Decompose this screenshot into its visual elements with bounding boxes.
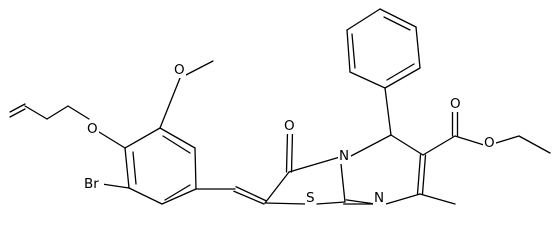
pyrimidine-bond-1	[385, 193, 421, 205]
allyl-bond	[24, 105, 48, 120]
imine-nitrogen-text: N	[374, 190, 384, 206]
imine-double-bond-b	[345, 199, 376, 205]
phenyl-attach-bond	[384, 87, 392, 136]
bromine-bond	[101, 183, 130, 189]
ester-oxygen-label: O	[483, 135, 496, 151]
allyl-ch2-bond	[46, 105, 69, 120]
ring-nitrogen-label: N	[338, 148, 351, 164]
ether-ring-bond	[98, 131, 126, 149]
methoxy-oxygen-text: O	[174, 62, 185, 78]
ester-carbonyl-oxygen-text: O	[450, 96, 461, 112]
allyl-terminal-bond-b	[9, 108, 26, 118]
thiazole-bond-2	[288, 156, 341, 173]
pyrimidine-double-bond-b	[416, 154, 422, 195]
ethyl-bond-2	[518, 135, 551, 154]
pyrimidine-bond-2	[390, 134, 424, 156]
allyl-terminal-bond-a	[9, 103, 26, 113]
ring-a-inner-3	[164, 184, 191, 201]
thiazole-bond-1	[264, 171, 290, 204]
phenyl-bond-5	[415, 26, 421, 69]
ring-a-bond-5	[128, 187, 163, 205]
bromine-label: Br	[83, 176, 104, 192]
thiazole-bond-5	[316, 201, 346, 205]
phenyl-bond-4	[379, 8, 417, 28]
ester-oxygen-text: O	[484, 135, 495, 151]
ester-carbonyl-oxygen-label: O	[449, 96, 462, 112]
pyrimidine-double-bond-a	[421, 154, 427, 195]
ring-a-bond-1	[124, 127, 161, 149]
phenyl-bond-3	[346, 8, 381, 31]
ketone-double-bond-b	[285, 131, 289, 173]
ester-carbon-bond	[422, 135, 456, 156]
methyl-bond	[419, 193, 456, 205]
ring-nitrogen-text: N	[339, 148, 349, 164]
phenyl-bond-2	[346, 29, 351, 73]
phenyl-inner-1	[351, 33, 356, 69]
ring-a-bond-3	[194, 147, 197, 190]
ring-a-inner-2	[162, 135, 191, 154]
ketone-oxygen-label: O	[283, 118, 296, 134]
ring-sulfur-label: S	[305, 190, 316, 206]
chemical-structure-drawing: O O Br O N S N	[9, 8, 551, 206]
methoxy-oxygen-label: O	[173, 62, 186, 78]
imine-nitrogen-label: N	[373, 190, 386, 206]
atom-labels: O O Br O N S N	[83, 62, 496, 206]
pyrimidine-bond-3	[350, 134, 392, 157]
ethyl-bond-1	[495, 135, 520, 144]
phenyl-bond-6	[384, 67, 421, 89]
ring-a-bond-2	[159, 127, 196, 149]
ester-oxygen-bond	[454, 135, 485, 146]
methoxy-oxygen-bond	[159, 77, 181, 129]
exocyclic-double-bond-a	[233, 190, 265, 205]
ketone-double-bond-a	[290, 131, 294, 173]
phenyl-inner-3	[386, 63, 415, 81]
phenyl-inner-2	[383, 16, 411, 31]
ring-sulfur-text: S	[306, 190, 315, 206]
bromine-text: Br	[84, 176, 99, 192]
ether-oxygen-text: O	[87, 121, 98, 137]
ring-a-inner-1	[132, 151, 137, 185]
thiazole-bond-3	[340, 163, 346, 203]
methoxy-methyl-bond	[183, 60, 214, 77]
allyl-oxygen-bond	[67, 105, 90, 120]
thiazole-bond-4	[264, 202, 307, 205]
phenyl-bond-1	[349, 71, 386, 89]
ketone-oxygen-text: O	[284, 118, 295, 134]
molecule-canvas: O O Br O N S N	[9, 8, 551, 206]
ring-a-bond-4	[161, 188, 197, 205]
exocyclic-double-bond-b	[235, 186, 267, 202]
bonds	[9, 8, 551, 205]
ring-a-bond-6	[124, 147, 130, 189]
ether-oxygen-label: O	[86, 121, 99, 137]
